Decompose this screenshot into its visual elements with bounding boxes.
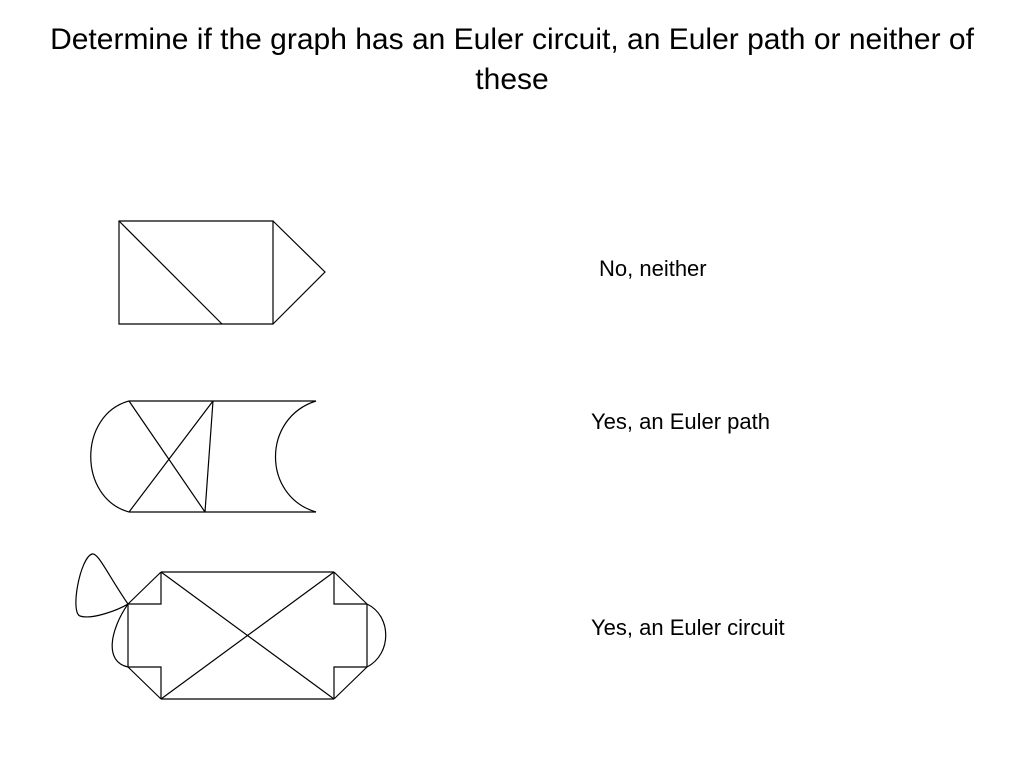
answer-graph-3: Yes, an Euler circuit bbox=[591, 615, 785, 640]
graph-3-right-notch-bottom bbox=[333, 666, 367, 699]
graph-2-slanted-edge bbox=[204, 400, 214, 513]
graph-3-right-notch-top bbox=[333, 572, 367, 605]
graph-1-diagonal-edge bbox=[118, 220, 223, 325]
graph-3-cross-edge-b bbox=[160, 571, 335, 700]
graph-3-left-diagonal-top bbox=[127, 571, 162, 605]
graph-3-right-curve-edge bbox=[366, 603, 387, 668]
graph-3-loop-edge bbox=[75, 553, 129, 618]
graph-3-left-notch-bottom bbox=[128, 666, 162, 699]
graph-3-right-diagonal-bottom bbox=[333, 666, 368, 700]
answer-graph-1: No, neither bbox=[599, 256, 707, 281]
graph-1 bbox=[118, 220, 326, 325]
graph-3-left-curve-edge bbox=[111, 603, 129, 668]
graph-2-diagonal-edge-a bbox=[128, 400, 206, 513]
graph-2-diagonal-edge-b bbox=[128, 400, 214, 513]
graph-2-left-arc-edge bbox=[90, 400, 130, 513]
answer-graph-2: Yes, an Euler path bbox=[591, 409, 770, 434]
graph-2 bbox=[90, 400, 317, 513]
graph-3 bbox=[75, 553, 387, 700]
graph-1-triangle-edges bbox=[272, 220, 326, 325]
graph-3-left-diagonal-bottom bbox=[127, 666, 162, 700]
graph-3-right-diagonal-top bbox=[333, 571, 368, 605]
slide-title: Determine if the graph has an Euler circ… bbox=[50, 23, 974, 96]
graph-1-rectangle-edges bbox=[118, 220, 274, 325]
graph-3-left-notch-top bbox=[128, 572, 162, 605]
graph-2-right-arc-edge bbox=[274, 400, 317, 513]
